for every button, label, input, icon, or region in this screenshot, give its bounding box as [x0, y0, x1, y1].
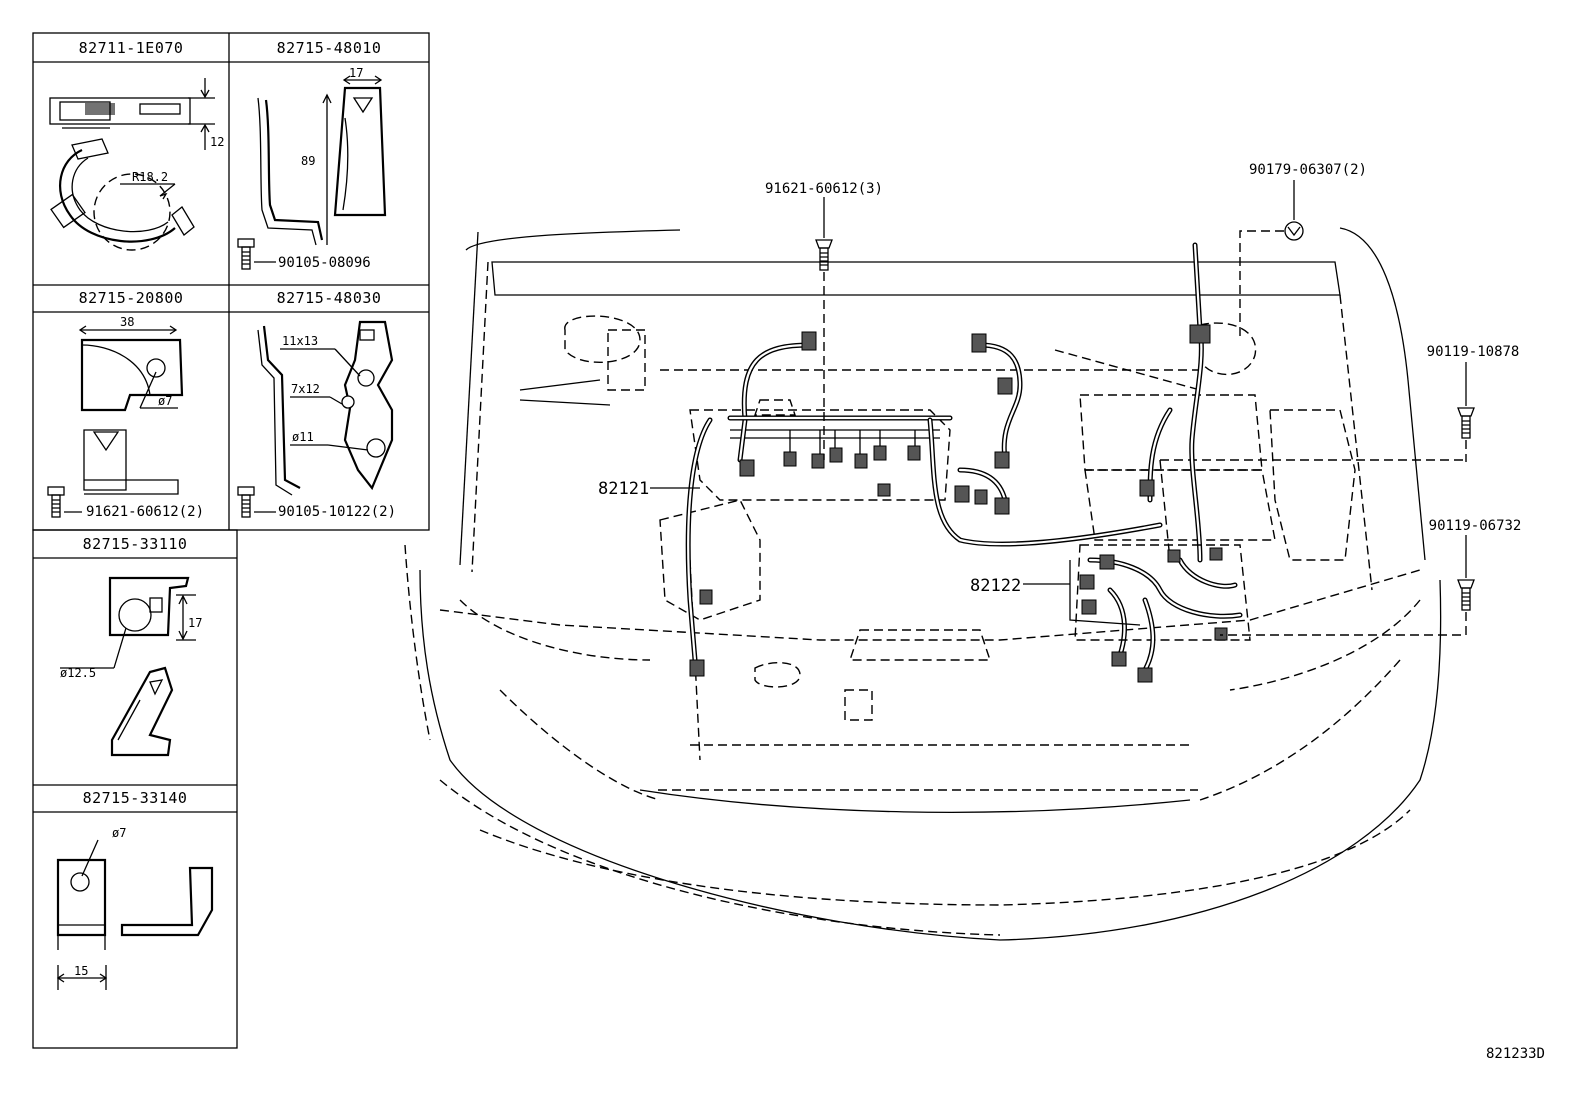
bolt-icon	[47, 486, 65, 518]
callout-90119-10878: 90119-10878	[1427, 344, 1520, 360]
dim-15: 15	[74, 964, 88, 978]
fastener-90105-10122-2: 90105-10122(2)	[278, 504, 396, 520]
fastener-90105-08096: 90105-08096	[278, 255, 371, 271]
dim-o11: ø11	[292, 430, 314, 444]
callout-91621-60612-3: 91621-60612(3)	[765, 181, 883, 197]
part-header-82711-1e070: 82711-1E070	[79, 39, 184, 57]
bolt-icon	[237, 486, 255, 518]
parts-table	[32, 32, 430, 1049]
callout-82121: 82121	[598, 479, 649, 499]
bracket-82715-48030-drawing	[237, 320, 394, 518]
dim-o7-a: ø7	[158, 394, 172, 408]
bolt-icon	[1457, 407, 1475, 439]
dim-o12-5: ø12.5	[60, 666, 96, 680]
dim-r18-2: R18.2	[132, 170, 168, 184]
bracket-82715-20800-drawing	[47, 325, 184, 518]
engine-bay-drawing	[404, 227, 1465, 941]
callout-90119-06732: 90119-06732	[1429, 518, 1522, 534]
battery-harness-82122	[1069, 242, 1251, 683]
engine-harness-82121	[685, 331, 1163, 677]
bolt-icon	[1457, 579, 1475, 611]
dim-17-b: 17	[188, 616, 202, 630]
dim-89: 89	[301, 154, 315, 168]
part-header-82715-48030: 82715-48030	[277, 289, 382, 307]
dim-7x12: 7x12	[291, 382, 320, 396]
fastener-91621-60612-2: 91621-60612(2)	[86, 504, 204, 520]
part-header-82715-20800: 82715-20800	[79, 289, 184, 307]
dim-o7-b: ø7	[112, 826, 126, 840]
bracket-82715-48010-drawing	[237, 75, 387, 270]
part-header-82715-33140: 82715-33140	[83, 789, 188, 807]
dim-17-a: 17	[349, 66, 363, 80]
part-header-82715-33110: 82715-33110	[83, 535, 188, 553]
bolt-icon	[815, 239, 833, 271]
dim-11x13: 11x13	[282, 334, 318, 348]
figure-code: 821233D	[1486, 1046, 1545, 1062]
bracket-82715-33140-drawing	[56, 839, 214, 990]
dim-38: 38	[120, 315, 134, 329]
clip-icon	[1284, 221, 1304, 241]
part-header-82715-48010: 82715-48010	[277, 39, 382, 57]
callout-90179-06307-2: 90179-06307(2)	[1249, 162, 1367, 178]
callout-82122: 82122	[970, 576, 1021, 596]
dim-12: 12	[210, 135, 224, 149]
clamp-82711-drawing	[49, 78, 215, 251]
bolt-icon	[237, 238, 255, 270]
bracket-82715-33110-drawing	[60, 576, 196, 757]
